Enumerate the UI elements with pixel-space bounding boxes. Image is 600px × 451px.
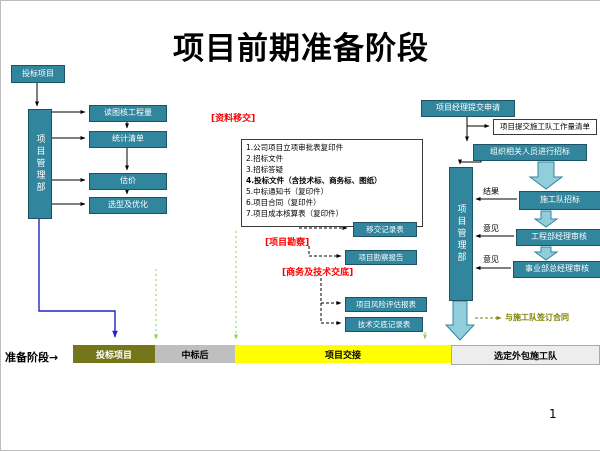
label-project-survey: [项目勘察]	[265, 238, 310, 248]
document-item: 3.招标答疑	[246, 165, 284, 174]
label-preparation-phase: 准备阶段→	[5, 351, 59, 364]
document-item: 5.中标通知书（复印件）	[246, 187, 329, 196]
box-engineering-manager-review: 工程部经理审核	[516, 229, 600, 246]
document-item: 6.项目合同（复印件）	[246, 198, 321, 207]
box-bid-project: 投标项目	[11, 65, 65, 83]
label-result: 结果	[483, 187, 499, 196]
box-risk-assessment-report: 项目风险评估报表	[345, 297, 427, 312]
timeline-segment-after-award: 中标后	[155, 345, 235, 363]
page-number: 1	[549, 407, 557, 421]
timeline-segment-project-handover: 项目交接	[235, 345, 451, 363]
page-title: 项目前期准备阶段	[173, 31, 429, 67]
block-arrow-organize-to-bidding	[528, 161, 564, 190]
timeline-segment-select-crew: 选定外包施工队	[451, 345, 600, 365]
box-task-valuation: 估价	[89, 173, 167, 190]
timeline-segment-bid-project: 投标项目	[73, 345, 155, 363]
box-organize-bidding: 组织相关人员进行招标	[473, 144, 587, 161]
label-opinion-2: 意见	[483, 255, 499, 264]
box-task-selection-optimization: 选型及优化	[89, 197, 167, 214]
document-item: 2.招标文件	[246, 154, 284, 163]
box-handover-record: 移交记录表	[353, 222, 417, 237]
box-project-management-dept-left: 项目管理部	[28, 109, 52, 219]
box-task-statistics-list: 统计清单	[89, 131, 167, 148]
arrow-blue-dept-to-bar	[38, 217, 118, 338]
box-division-gm-review: 事业部总经理审核	[513, 261, 600, 278]
box-manager-apply: 项目经理提交申请	[421, 100, 515, 117]
label-business-tech-disclosure: [商务及技术交底]	[282, 268, 354, 278]
block-arrow-review1-to-review2	[533, 246, 559, 261]
box-worklist-to-crew: 项目提交施工队工作量清单	[493, 119, 597, 135]
document-item: 7.项目成本核算表（复印件）	[246, 209, 344, 218]
label-opinion-1: 意见	[483, 224, 499, 233]
box-task-quantity-check: 读图核工程量	[89, 105, 167, 122]
document-item: 1.公司项目立项审批表复印件	[246, 143, 344, 152]
block-arrow-bidding-to-review1	[533, 210, 559, 228]
box-survey-report: 项目勘察报告	[345, 250, 417, 265]
document-list-box: 1.公司项目立项审批表复印件 2.招标文件 3.招标答疑 4.投标文件（含技术标…	[241, 139, 423, 227]
box-crew-bidding: 施工队招标	[519, 191, 600, 210]
label-sign-contract: 与施工队签订合同	[505, 313, 569, 322]
block-arrow-dept-to-bar	[444, 300, 476, 341]
box-tech-disclosure-record: 技术交底记录表	[345, 317, 423, 332]
label-data-handover: [资料移交]	[211, 114, 256, 124]
document-item: 4.投标文件（含技术标、商务标、图纸）	[246, 176, 382, 185]
box-project-management-dept-right: 项目管理部	[449, 167, 473, 301]
